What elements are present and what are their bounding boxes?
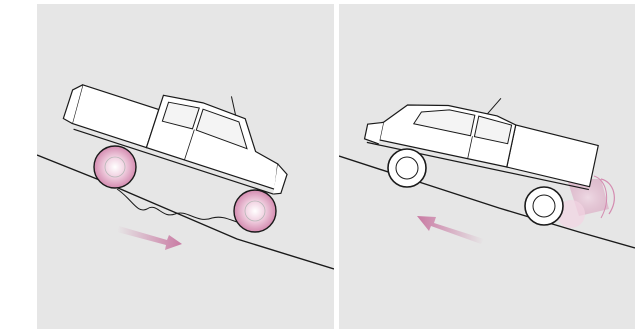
pickup-truck-illustration — [363, 97, 599, 191]
downhill-truck-diagram — [37, 84, 334, 270]
illustration-panel-left — [37, 4, 334, 329]
uphill-truck-diagram — [339, 97, 635, 249]
wheel-icon — [387, 148, 564, 226]
wheel-glow-icon — [93, 145, 277, 233]
rough-terrain-line — [116, 188, 253, 225]
pickup-truck-illustration — [62, 84, 288, 195]
motion-arrow-icon — [117, 226, 182, 250]
illustration-panel-right — [339, 4, 635, 329]
motion-arrow-icon — [417, 216, 484, 244]
rear-highlight-icon — [557, 175, 615, 228]
slope-line — [37, 154, 334, 270]
